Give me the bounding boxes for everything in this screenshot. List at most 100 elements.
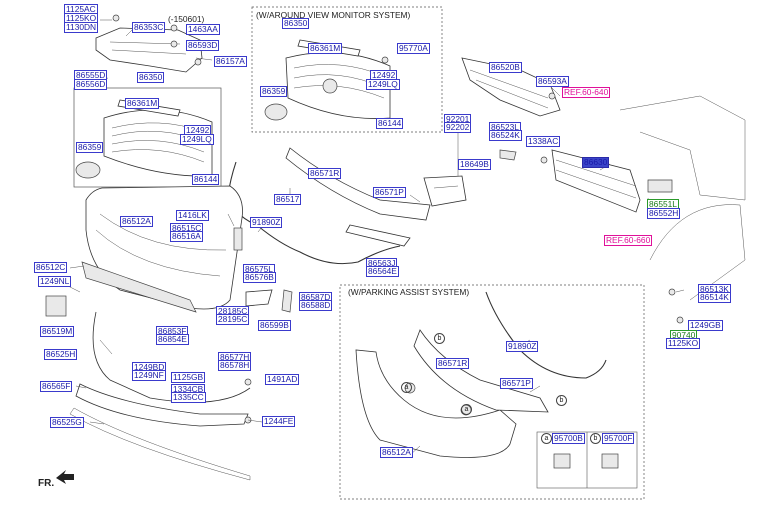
label-1463aa[interactable]: 1463AA xyxy=(186,24,220,35)
label-1491ad[interactable]: 1491AD xyxy=(265,374,300,385)
avm-grille-part xyxy=(264,39,391,121)
label-86353c[interactable]: 86353C xyxy=(132,22,166,33)
label-86144-b[interactable]: 86144 xyxy=(376,118,404,129)
label-86630[interactable]: 86630 xyxy=(582,157,610,168)
sensor-a-tag: a xyxy=(541,433,552,444)
front-bumper-part xyxy=(85,185,243,310)
label-1338ac[interactable]: 1338AC xyxy=(526,136,561,147)
label-86571p-c[interactable]: 86571P xyxy=(373,187,406,198)
fastener-9 xyxy=(676,316,684,324)
sensor-a-part xyxy=(553,453,571,469)
label-28195c[interactable]: 28195C xyxy=(216,314,250,325)
label-18649b[interactable]: 18649B xyxy=(458,159,491,170)
label-86512a-d[interactable]: 86512A xyxy=(120,216,153,227)
label-86517[interactable]: 86517 xyxy=(274,194,302,205)
label-1249nl[interactable]: 1249NL xyxy=(38,276,72,287)
label-86512c[interactable]: 86512C xyxy=(34,262,68,273)
label-86157a[interactable]: 86157A xyxy=(214,56,247,67)
callout-a-2: a xyxy=(461,404,472,415)
label-1335cc[interactable]: 1335CC xyxy=(171,392,206,403)
fastener-2 xyxy=(170,24,178,32)
label-95700f[interactable]: 95700F xyxy=(602,433,635,444)
label-86144-a[interactable]: 86144 xyxy=(192,174,220,185)
parking-assist-box xyxy=(339,284,645,500)
label-86359-a[interactable]: 86359 xyxy=(76,142,104,153)
label-1249gb[interactable]: 1249GB xyxy=(688,320,723,331)
label-86520b[interactable]: 86520B xyxy=(489,62,522,73)
fastener-8 xyxy=(668,288,676,296)
label-ref-60-660[interactable]: REF.60-660 xyxy=(604,235,653,246)
label-86514k[interactable]: 86514K xyxy=(698,292,731,303)
label-86359-b[interactable]: 86359 xyxy=(260,86,288,97)
fastener-7 xyxy=(548,92,556,100)
label-86350-b[interactable]: 86350 xyxy=(282,18,310,29)
label-1130dn[interactable]: 1130DN xyxy=(64,22,99,33)
label-86525g[interactable]: 86525G xyxy=(50,417,84,428)
label-1249nf[interactable]: 1249NF xyxy=(132,370,166,381)
bracket-part xyxy=(45,295,67,317)
lower-grille-part xyxy=(81,261,197,313)
fastener-6 xyxy=(540,156,548,164)
label-86571r-f[interactable]: 86571R xyxy=(436,358,470,369)
fog-lamp-part xyxy=(423,175,467,207)
body-panel-part xyxy=(619,95,746,301)
front-direction-label: FR. xyxy=(38,478,55,489)
callout-a-1: a xyxy=(401,382,412,393)
sensor-b-tag: b xyxy=(590,433,601,444)
label-86565f[interactable]: 86565F xyxy=(40,381,73,392)
bracket-part-3 xyxy=(499,149,517,161)
around-view-monitor-box xyxy=(251,6,443,133)
fastener-3 xyxy=(170,40,178,48)
label-86524k[interactable]: 86524K xyxy=(489,130,522,141)
callout-b-1: b xyxy=(434,333,445,344)
pas-wiring-harness xyxy=(485,291,607,379)
label-86525h[interactable]: 86525H xyxy=(44,349,78,360)
avm-box-title: (W/AROUND VIEW MONITOR SYSTEM) xyxy=(256,10,411,20)
label-86578h[interactable]: 86578H xyxy=(218,360,252,371)
label-86593a[interactable]: 86593A xyxy=(536,76,569,87)
label-86854e[interactable]: 86854E xyxy=(156,334,189,345)
fastener-5 xyxy=(381,56,389,64)
fastener-1 xyxy=(112,14,120,22)
label-86593d[interactable]: 86593D xyxy=(186,40,220,51)
label-ref-60-640[interactable]: REF.60-640 xyxy=(562,87,611,98)
label-86516a[interactable]: 86516A xyxy=(170,231,203,242)
label-86571r-c[interactable]: 86571R xyxy=(308,168,342,179)
cover-part xyxy=(245,289,273,307)
bracket-part-4 xyxy=(647,179,673,193)
label-1244fe[interactable]: 1244FE xyxy=(262,416,296,427)
label-86571p-f[interactable]: 86571P xyxy=(500,378,533,389)
garnish-part xyxy=(285,147,431,247)
label-86556d[interactable]: 86556D xyxy=(74,79,108,90)
label-86519m[interactable]: 86519M xyxy=(40,326,75,337)
label-1249lq-b[interactable]: 1249LQ xyxy=(366,79,400,90)
label-91890z-f[interactable]: 91890Z xyxy=(506,341,539,352)
label-92202[interactable]: 92202 xyxy=(444,122,472,133)
label-86599b[interactable]: 86599B xyxy=(258,320,291,331)
label-1125gb[interactable]: 1125GB xyxy=(171,372,206,383)
label-86588d[interactable]: 86588D xyxy=(299,300,333,311)
bracket-part-2 xyxy=(281,289,293,313)
label-86576b[interactable]: 86576B xyxy=(243,272,276,283)
label-86552h[interactable]: 86552H xyxy=(647,208,681,219)
label-91890z-d[interactable]: 91890Z xyxy=(250,217,283,228)
label-1125ko-d[interactable]: 1125KO xyxy=(666,338,701,349)
energy-absorber-part xyxy=(461,57,561,117)
label-95700b[interactable]: 95700B xyxy=(552,433,585,444)
label-95770a[interactable]: 95770A xyxy=(397,43,430,54)
label-1249lq-a[interactable]: 1249LQ xyxy=(180,134,214,145)
label-86361m-a[interactable]: 86361M xyxy=(125,98,160,109)
label-150601: (-150601) xyxy=(168,14,205,24)
front-arrow-icon xyxy=(56,470,74,484)
sensor-b-part xyxy=(601,453,619,469)
label-1416lk[interactable]: 1416LK xyxy=(176,210,209,221)
fastener-10 xyxy=(244,378,252,386)
label-86564e[interactable]: 86564E xyxy=(366,266,399,277)
label-86350-a[interactable]: 86350 xyxy=(137,72,165,83)
label-86512a-f[interactable]: 86512A xyxy=(380,447,413,458)
label-86361m-b[interactable]: 86361M xyxy=(308,43,343,54)
clip-part xyxy=(233,227,243,251)
fastener-4 xyxy=(194,58,202,66)
pas-box-title: (W/PARKING ASSIST SYSTEM) xyxy=(348,287,470,297)
callout-b-2: b xyxy=(556,395,567,406)
